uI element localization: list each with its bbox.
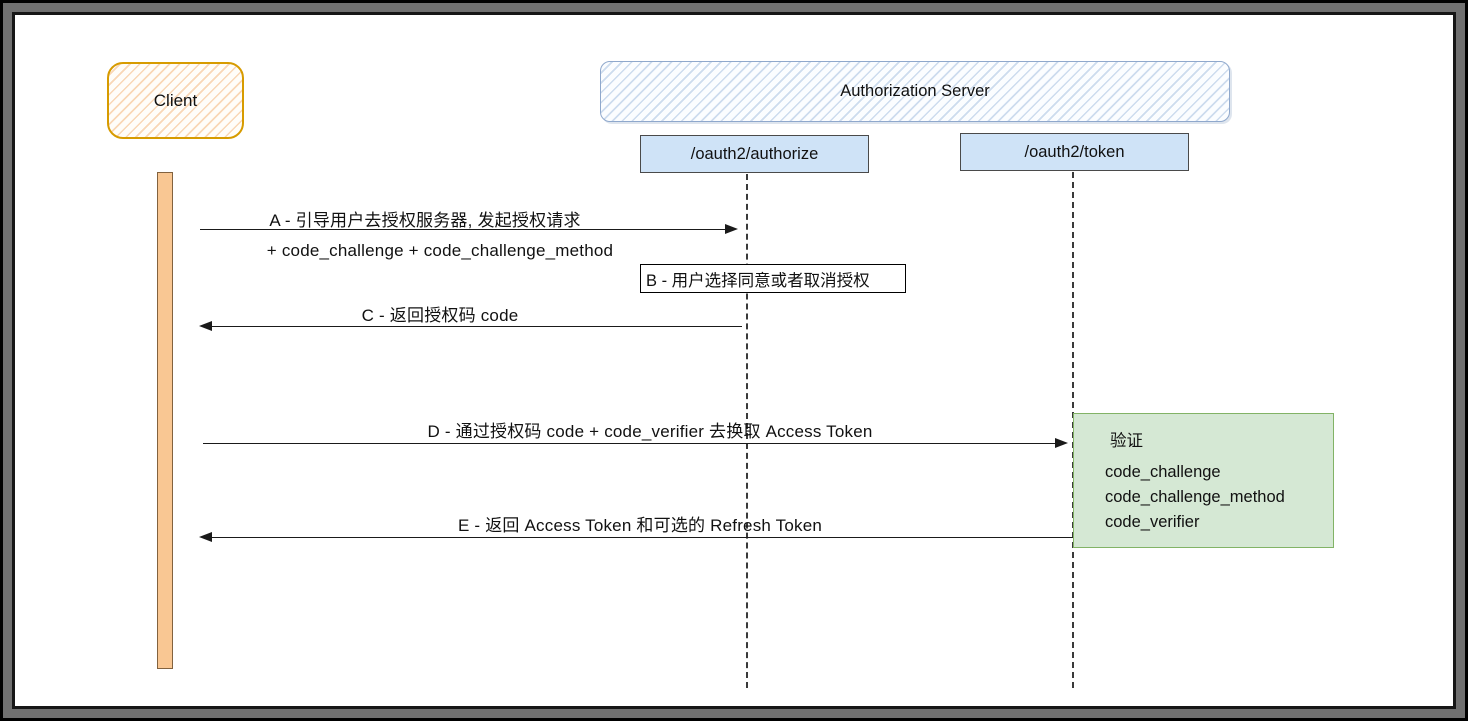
message-a-label: A - 引导用户去授权服务器, 发起授权请求 xyxy=(269,211,581,230)
endpoint-authorize-label: /oauth2/authorize xyxy=(690,144,819,163)
client-actor-box: Client xyxy=(107,62,244,139)
message-e-arrow-line xyxy=(212,537,1073,538)
verification-note-title: 验证 xyxy=(1110,432,1143,450)
authorization-server-box: Authorization Server xyxy=(600,61,1230,122)
message-e-label: E - 返回 Access Token 和可选的 Refresh Token xyxy=(457,516,823,535)
client-activation-bar xyxy=(157,172,173,669)
message-e-arrowhead-icon xyxy=(199,532,212,542)
endpoint-token-label: /oauth2/token xyxy=(1024,142,1125,161)
authorization-server-label: Authorization Server xyxy=(840,82,990,100)
verification-note-items: code_challenge code_challenge_method cod… xyxy=(1105,460,1333,535)
verification-item: code_challenge xyxy=(1105,463,1221,481)
verification-note-box: 验证 code_challenge code_challenge_method … xyxy=(1073,413,1334,548)
message-c-label: C - 返回授权码 code xyxy=(361,306,519,325)
message-c-arrowhead-icon xyxy=(199,321,212,331)
message-a-sublabel: + code_challenge + code_challenge_method xyxy=(266,241,614,260)
message-d-label: D - 通过授权码 code + code_verifier 去换取 Acces… xyxy=(427,422,873,441)
diagram-canvas xyxy=(12,12,1456,709)
message-d-arrow-line xyxy=(203,443,1055,444)
client-actor-label: Client xyxy=(153,90,198,110)
message-a-arrow-line xyxy=(200,229,725,230)
message-a-arrowhead-icon xyxy=(725,224,738,234)
note-b-box: B - 用户选择同意或者取消授权 xyxy=(640,264,906,293)
endpoint-authorize-box: /oauth2/authorize xyxy=(640,135,869,173)
message-d-arrowhead-icon xyxy=(1055,438,1068,448)
note-b-label: B - 用户选择同意或者取消授权 xyxy=(646,271,870,290)
endpoint-token-box: /oauth2/token xyxy=(960,133,1189,171)
message-c-arrow-line xyxy=(212,326,742,327)
verification-item: code_challenge_method xyxy=(1105,488,1285,506)
verification-item: code_verifier xyxy=(1105,513,1200,531)
authorize-lifeline xyxy=(746,174,748,688)
